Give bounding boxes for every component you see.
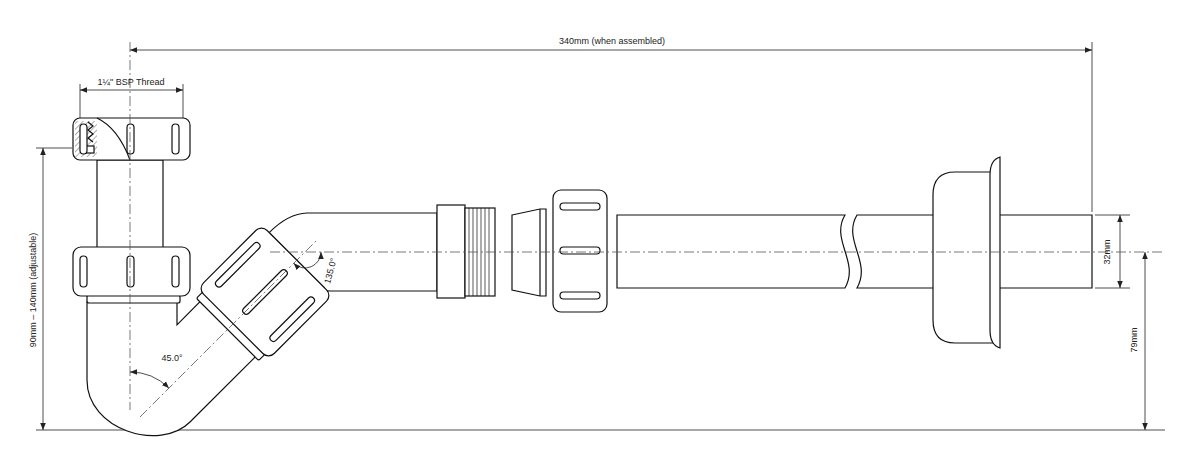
dimension-label: 90mm – 140mm (adjustable) (28, 232, 39, 349)
dimension-label: 1¼" BSP Thread (97, 77, 166, 88)
dimension-label: 32mm (1102, 238, 1113, 265)
angle-arcs (130, 252, 321, 388)
dimension-label: 340mm (when assembled) (558, 36, 666, 47)
centre-lines (130, 42, 1165, 417)
dimension-label: 79mm (1129, 326, 1140, 353)
dimension-label: 45.0° (160, 353, 183, 364)
dimension-label: 135.0° (322, 256, 340, 286)
trap-body (73, 118, 1092, 436)
